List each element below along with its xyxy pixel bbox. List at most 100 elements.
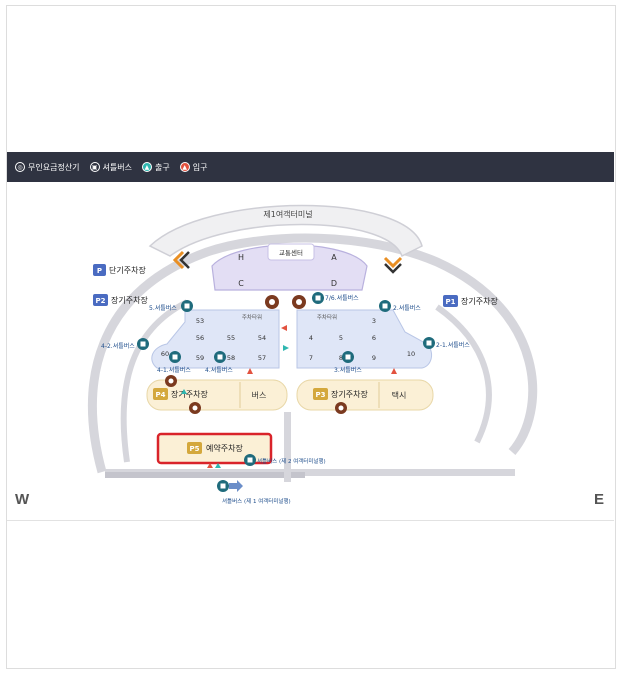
p4-badge (153, 388, 168, 400)
exit-arrow-icon (283, 345, 289, 351)
zone-a: A (331, 253, 337, 262)
shuttle-label-4: 4.셔틀버스 (205, 366, 233, 374)
zone-10: 10 (407, 350, 415, 358)
legend-label-exit: 출구 (154, 162, 170, 172)
inner-ring-road-right (435, 304, 492, 444)
unmanned-payment-icon: ◎ (15, 162, 25, 172)
zone-6: 6 (372, 334, 376, 342)
shuttle-label-4-2: 4-2.셔틀버스 (101, 342, 135, 350)
terminal-label: 제1여객터미널 (263, 209, 312, 219)
shuttle-bus-icon[interactable] (181, 300, 193, 312)
entrance-icon: ▲ (179, 162, 190, 172)
shuttle-label-5: 5.셔틀버스 (149, 304, 177, 312)
exit-arrow-icon (181, 389, 187, 394)
entrance-arrow-icon (281, 325, 287, 331)
short-term-label: 단기주차장 (109, 265, 146, 275)
legend-item-payment: ◎ 무인요금정산기 (15, 162, 80, 173)
zone-57: 57 (258, 354, 266, 362)
zone-8: 8 (339, 354, 343, 362)
entrance-arrow-icon (247, 368, 253, 374)
p2-badge (93, 294, 108, 306)
unmanned-payment-icon[interactable] (165, 375, 177, 387)
exit-icon: ▲ (141, 162, 152, 172)
legend-bar: ◎ 무인요금정산기 ▣ 셔틀버스 ▲ 출구 ▲ 입구 (7, 152, 614, 182)
p2-label: 장기주차장 (111, 295, 148, 305)
zone-d: D (331, 279, 337, 288)
direction-arrow-icon (229, 480, 243, 492)
legend-item-entrance: ▲ 입구 (179, 162, 208, 173)
road-vertical (284, 412, 291, 482)
legend-label-entrance: 입구 (192, 162, 208, 172)
unmanned-payment-icon[interactable] (335, 402, 347, 414)
unmanned-payment-icon[interactable] (189, 402, 201, 414)
transport-center-label: 교통센터 (279, 248, 303, 257)
zone-4: 4 (309, 334, 313, 342)
entrance-chevron-right-icon (383, 256, 403, 274)
zone-56: 56 (196, 334, 204, 342)
inner-ring-road-left (120, 299, 189, 463)
left-parking-block (151, 309, 280, 369)
p5-reserved-area[interactable] (156, 432, 273, 465)
shuttle-bus-icon: ▣ (89, 162, 100, 172)
road-horizontal (105, 469, 515, 476)
shuttle-label-2-1: 2-1.셔틀버스 (436, 341, 470, 349)
taxi-label: 택시 (392, 390, 407, 400)
unmanned-payment-icon[interactable] (265, 295, 279, 309)
zone-59: 59 (196, 354, 204, 362)
shuttle-bus-icon[interactable] (169, 351, 181, 363)
zone-c: C (238, 279, 244, 288)
shuttle-bus-icon[interactable] (217, 480, 229, 492)
legend-label-payment: 무인요금정산기 (28, 162, 80, 172)
zone-5: 5 (339, 334, 343, 342)
compass-east: E (594, 491, 605, 508)
p1-label: 장기주차장 (461, 296, 498, 306)
p1-badge (443, 295, 458, 307)
zone-55: 55 (227, 334, 235, 342)
p3-badge (313, 388, 328, 400)
shuttle-label-t1: 셔틀버스 (제 1 여객터미널행) (222, 497, 291, 505)
transport-center-core (267, 243, 315, 261)
unmanned-payment-icon[interactable] (292, 295, 306, 309)
parking-map: 제1여객터미널 교통센터 H A C D P 단기주차장 P2 장기주차장 P1… (87, 204, 538, 505)
short-term-badge-text: P (97, 267, 102, 275)
shuttle-bus-icon[interactable] (379, 300, 391, 312)
p5-badge (187, 442, 202, 454)
terminal-building (148, 204, 423, 258)
exit-arrow-icon (215, 463, 221, 468)
entrance-chevron-left-icon (172, 250, 190, 270)
p3-area (296, 379, 434, 411)
shuttle-bus-icon[interactable] (137, 338, 149, 350)
p1-badge-text: P1 (445, 298, 455, 306)
right-tower-label: 주차타워 (317, 313, 337, 321)
zone-53: 53 (196, 317, 204, 325)
zone-3: 3 (372, 317, 376, 325)
p3-badge-text: P3 (315, 391, 325, 399)
shuttle-label-7-6: 7/6.셔틀버스 (325, 294, 359, 302)
p5-badge-text: P5 (189, 445, 199, 453)
outer-ring-road (87, 233, 538, 474)
shuttle-label-3: 3.셔틀버스 (334, 366, 362, 374)
p4-area (146, 379, 288, 411)
road-horizontal-lower (105, 472, 305, 478)
zone-7: 7 (309, 354, 313, 362)
shuttle-bus-icon[interactable] (342, 351, 354, 363)
entrance-arrow-icon (207, 463, 213, 468)
zone-h: H (238, 253, 244, 262)
entrance-arrow-icon (391, 368, 397, 374)
p2-badge-text: P2 (95, 297, 105, 305)
shuttle-label-2: 2.셔틀버스 (393, 304, 421, 312)
p4-label: 장기주차장 (171, 389, 208, 399)
shuttle-bus-icon[interactable] (214, 351, 226, 363)
zone-54: 54 (258, 334, 266, 342)
zone-58: 58 (227, 354, 235, 362)
legend-item-exit: ▲ 출구 (141, 162, 170, 173)
short-term-badge (93, 264, 106, 276)
zone-60: 60 (161, 350, 169, 358)
shuttle-bus-icon[interactable] (244, 454, 256, 466)
p4-badge-text: P4 (155, 391, 165, 399)
shuttle-bus-icon[interactable] (312, 292, 324, 304)
shuttle-bus-icon[interactable] (423, 337, 435, 349)
p3-label: 장기주차장 (331, 389, 368, 399)
p5-label: 예약주차장 (206, 443, 243, 453)
zone-9: 9 (372, 354, 376, 362)
